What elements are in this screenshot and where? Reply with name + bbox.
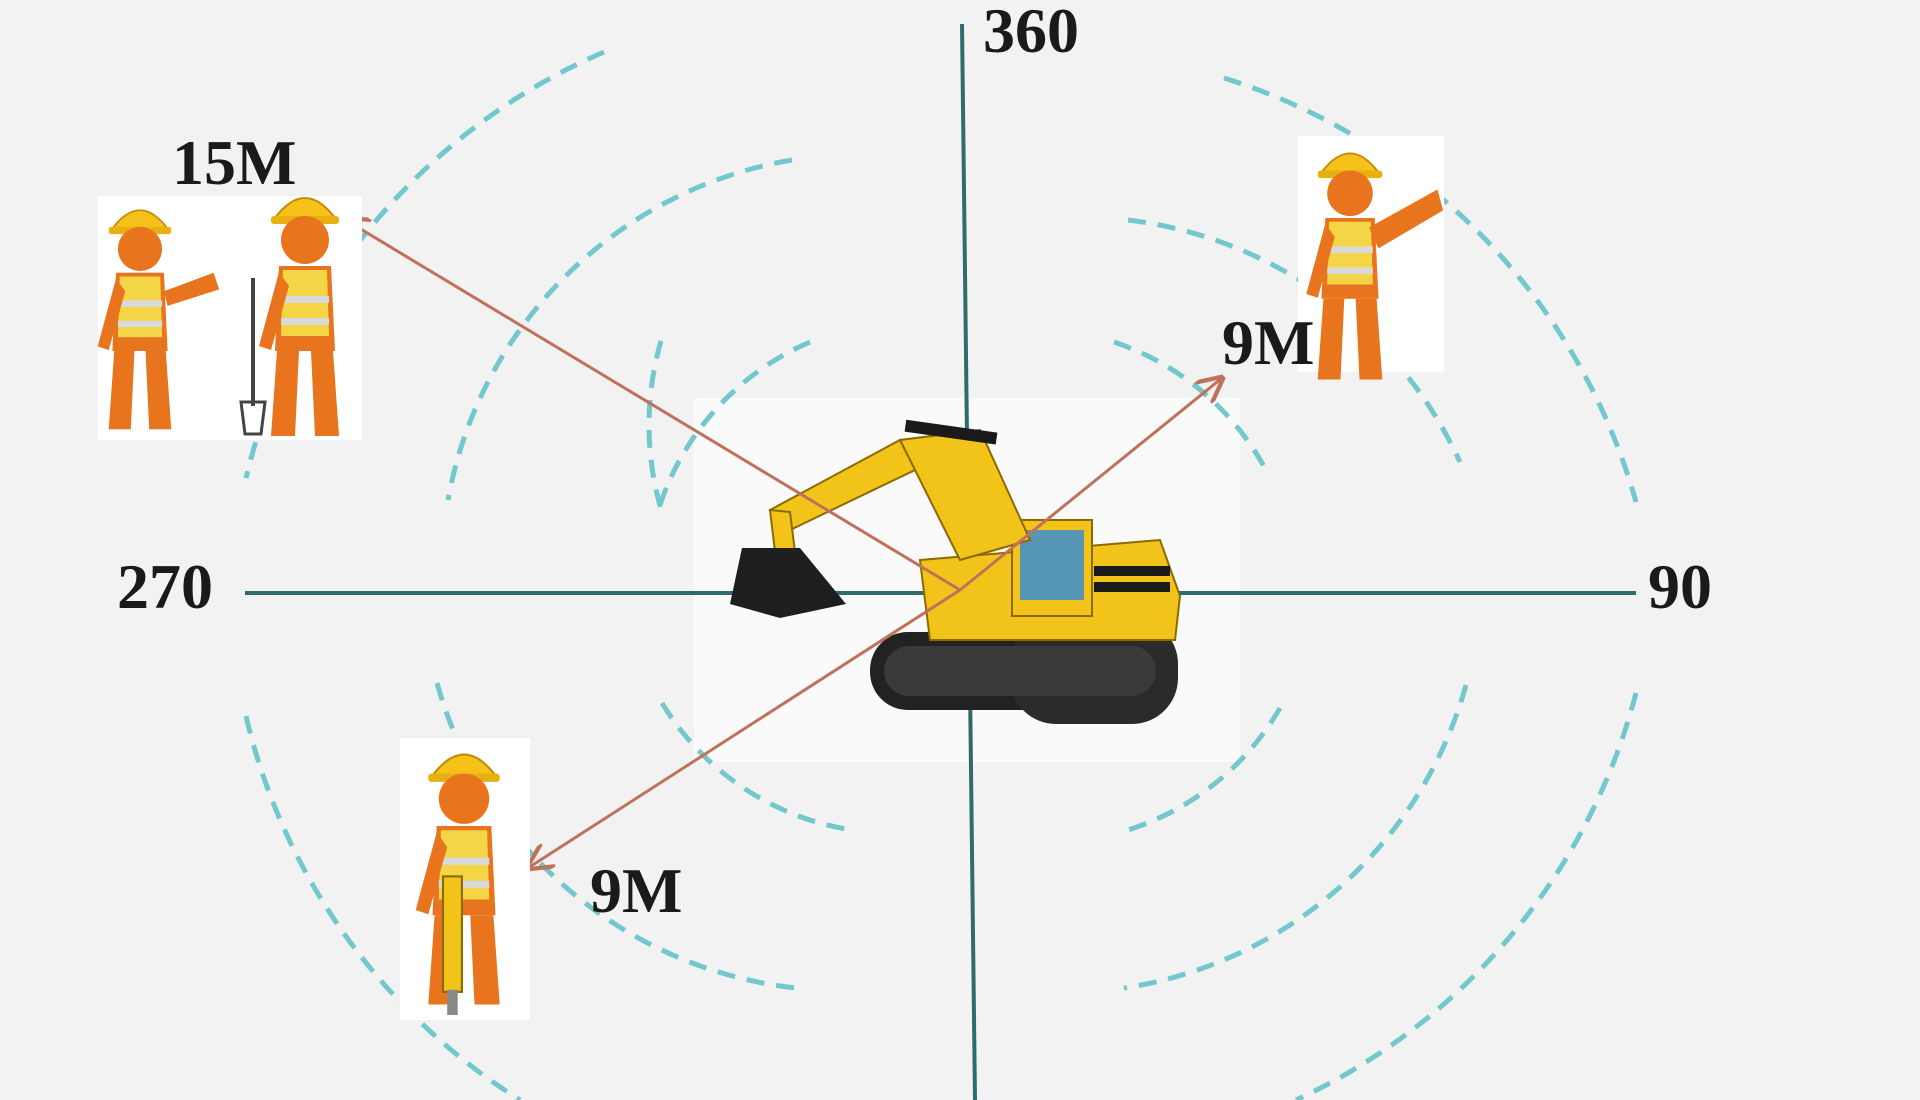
arrow-southwest xyxy=(528,588,961,868)
zone-ring-inner-se xyxy=(1127,706,1283,833)
zone-ring-inner-sw xyxy=(659,701,853,833)
worker-northeast xyxy=(1298,136,1444,381)
worker-shovel-icon xyxy=(239,197,340,437)
worker-jackhammer-icon xyxy=(414,753,501,1015)
zone-ring-inner-nw xyxy=(646,340,664,510)
worker-group-northwest xyxy=(96,196,362,440)
zone-ring-middle-nw xyxy=(445,157,793,501)
excavator-icon xyxy=(730,419,1182,724)
distance-arrows xyxy=(344,219,1222,868)
worker-pointing-icon xyxy=(96,209,220,431)
compass-label-east: 90 xyxy=(1648,551,1712,622)
distance-label-northeast: 9M xyxy=(1222,307,1314,378)
zone-ring-middle-se xyxy=(1123,684,1469,991)
distance-label-northwest: 15M xyxy=(172,127,296,198)
compass-label-west: 270 xyxy=(117,551,213,622)
distance-label-southwest: 9M xyxy=(590,855,682,926)
compass-label-north: 360 xyxy=(983,0,1079,66)
zone-ring-outer-sw xyxy=(243,715,522,1100)
zone-ring-outer-ne xyxy=(1223,75,1639,503)
arrow-northeast xyxy=(959,378,1222,592)
arrow-northwest xyxy=(344,219,961,592)
worker-southwest xyxy=(400,738,530,1020)
zone-ring-outer-se xyxy=(1294,692,1639,1100)
worker-pointing-icon xyxy=(1305,152,1444,381)
